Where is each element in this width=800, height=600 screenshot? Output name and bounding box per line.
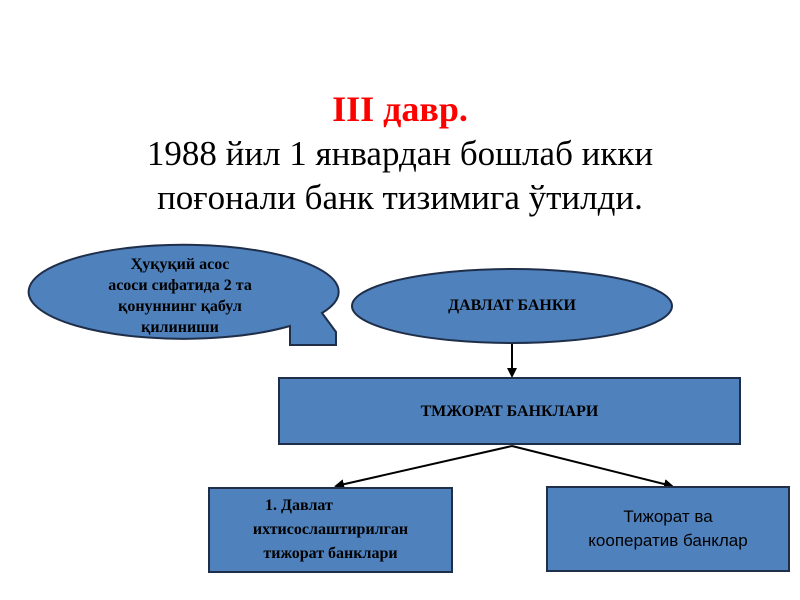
legal-basis-line-4: қилиниши [141, 319, 219, 336]
arrow-to-specialized [334, 445, 513, 490]
cooperative-banks-text: Тижорат ва кооператив банклар [547, 499, 789, 559]
commercial-banks-node [278, 377, 741, 445]
legal-basis-line-3: қонуннинг қабул [118, 298, 242, 315]
cooperative-banks-node [546, 486, 790, 572]
specialized-banks-text: 1. Давлат ихтисослаштирилган тижорат бан… [209, 492, 452, 568]
legal-basis-callout [27, 243, 340, 346]
cooperative-line-2: кооператив банклар [588, 531, 748, 550]
subtitle-line-1: 1988 йил 1 январдан бошлаб икки [146, 134, 654, 173]
state-bank-node [351, 268, 673, 344]
state-bank-label: ДАВЛАТ БАНКИ [448, 297, 576, 314]
specialized-line-2: ихтисослаштирилган [252, 521, 409, 538]
legal-basis-line-1: Ҳуқуқий асос [130, 256, 230, 273]
period-title: III давр. [332, 89, 468, 129]
specialized-line-1: 1. Давлат [265, 497, 333, 514]
legal-basis-text: Ҳуқуқий асос асоси сифатида 2 та қонунни… [60, 248, 300, 344]
cooperative-line-1: Тижорат ва [623, 507, 713, 526]
subtitle-line-2: поғонали банк тизимига ўтилди. [157, 178, 643, 217]
specialized-line-3: тижорат банклари [263, 545, 398, 562]
legal-basis-line-2: асоси сифатида 2 та [108, 277, 252, 294]
commercial-banks-label: ТМЖОРАТ БАНКЛАРИ [420, 403, 599, 420]
arrow-to-cooperative [511, 445, 674, 489]
specialized-banks-node [208, 487, 453, 573]
